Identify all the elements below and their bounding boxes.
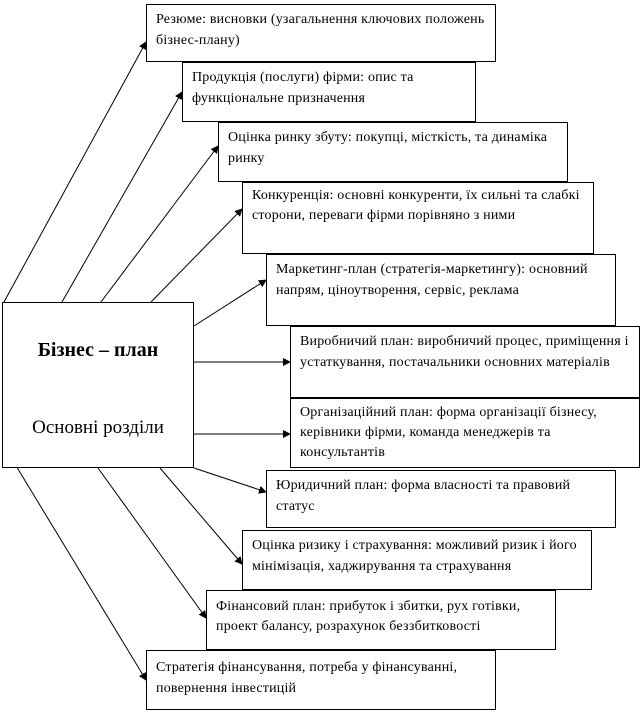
arrow-products bbox=[61, 91, 183, 303]
diagram-subtitle: Основні розділи bbox=[32, 417, 164, 438]
section-market-text: Оцінка ринку збуту: покупці, місткість, … bbox=[228, 130, 548, 166]
arrow-financing bbox=[3, 445, 147, 681]
section-competition-text: Конкуренція: основні конкуренти, їх силь… bbox=[252, 188, 580, 223]
arrow-marketing bbox=[193, 279, 267, 327]
section-organizational-text: Організаційний план: форма організації б… bbox=[300, 405, 597, 460]
arrow-risk bbox=[159, 467, 243, 565]
arrow-financial bbox=[97, 467, 207, 619]
business-plan-center-box: Бізнес – план Основні розділи bbox=[2, 302, 194, 468]
section-legal-box: Юридичний план: форма власності та право… bbox=[266, 470, 616, 528]
section-resume-text: Резюме: висновки (узагальнення ключових … bbox=[156, 12, 485, 48]
section-risk-box: Оцінка ризику і страхування: можливий ри… bbox=[242, 530, 592, 590]
section-financial-text: Фінансовий план: прибуток і збитки, рух … bbox=[216, 599, 521, 634]
arrow-market bbox=[100, 145, 219, 303]
section-marketing-box: Маркетинг-план (стратегія-маркетингу): о… bbox=[266, 254, 616, 326]
section-market-box: Оцінка ринку збуту: покупці, місткість, … bbox=[218, 122, 568, 182]
section-marketing-text: Маркетинг-план (стратегія-маркетингу): о… bbox=[276, 262, 588, 298]
arrow-legal bbox=[193, 467, 267, 494]
section-financing-text: Стратегія фінансування, потреба у фінанс… bbox=[156, 660, 458, 696]
section-products-text: Продукція (послуги) фірми: опис та функц… bbox=[192, 70, 414, 106]
section-risk-text: Оцінка ризику і страхування: можливий ри… bbox=[252, 538, 577, 574]
arrow-resume bbox=[3, 41, 147, 303]
section-organizational-box: Організаційний план: форма організації б… bbox=[290, 398, 640, 468]
section-production-box: Виробничий план: виробничий процес, прим… bbox=[290, 326, 640, 398]
section-legal-text: Юридичний план: форма власності та право… bbox=[276, 478, 571, 514]
section-resume-box: Резюме: висновки (узагальнення ключових … bbox=[146, 4, 496, 62]
section-financial-box: Фінансовий план: прибуток і збитки, рух … bbox=[206, 590, 556, 650]
section-products-box: Продукція (послуги) фірми: опис та функц… bbox=[182, 62, 476, 122]
section-financing-box: Стратегія фінансування, потреба у фінанс… bbox=[146, 650, 496, 710]
section-competition-box: Конкуренція: основні конкуренти, їх силь… bbox=[242, 182, 594, 254]
section-production-text: Виробничий план: виробничий процес, прим… bbox=[300, 334, 629, 370]
diagram-title: Бізнес – план bbox=[37, 339, 159, 361]
arrow-competition bbox=[150, 208, 243, 303]
